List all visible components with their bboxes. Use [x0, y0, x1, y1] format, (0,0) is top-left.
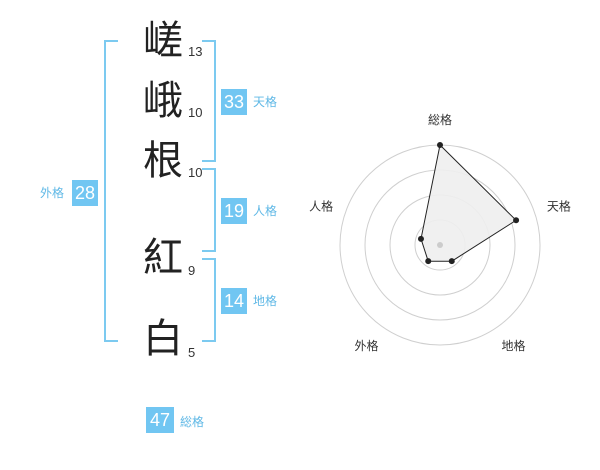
chikaku-score: 14 [221, 288, 247, 314]
tenkaku-bracket [202, 40, 216, 162]
jinkaku-label: 人格 [253, 204, 278, 218]
gaikaku-label: 外格 [40, 186, 65, 200]
stroke-count-4: 9 [188, 263, 196, 278]
radar-point-3 [448, 258, 455, 265]
chikaku-label: 地格 [253, 294, 278, 308]
stroke-count-3: 10 [188, 165, 203, 180]
jinkaku-score: 19 [221, 198, 247, 224]
name-char-2: 峨 [143, 78, 183, 124]
radar-polygon [420, 143, 517, 262]
stroke-count-2: 10 [188, 105, 203, 120]
radar-point-4 [425, 258, 432, 265]
radar-point-2 [513, 217, 520, 224]
stroke-count-1: 13 [188, 44, 203, 59]
gaikaku-bracket [104, 40, 118, 342]
stroke-count-5: 5 [188, 345, 196, 360]
tenkaku-label: 天格 [253, 95, 278, 109]
gaikaku-score: 28 [72, 180, 98, 206]
name-char-1: 嵯 [143, 18, 183, 64]
radar-axis-label-2: 天格 [547, 198, 571, 213]
jinkaku-bracket [202, 168, 216, 252]
radar-point-1 [437, 142, 443, 148]
name-char-5: 白 [143, 316, 183, 362]
name-char-4: 紅 [143, 235, 183, 281]
radar-axis-label-4: 外格 [355, 338, 379, 353]
radar-center-dot [437, 242, 443, 248]
radar-axis-label-1: 総格 [428, 112, 452, 127]
radar-axis-label-3: 地格 [501, 338, 525, 353]
tenkaku-score: 33 [221, 89, 247, 115]
soukaku-score: 47 [146, 407, 174, 433]
soukaku-label: 総格 [180, 415, 205, 429]
radar-point-5 [417, 235, 424, 242]
chikaku-bracket [202, 258, 216, 342]
name-char-3: 根 [143, 138, 183, 184]
radar-axis-label-5: 人格 [309, 198, 333, 213]
